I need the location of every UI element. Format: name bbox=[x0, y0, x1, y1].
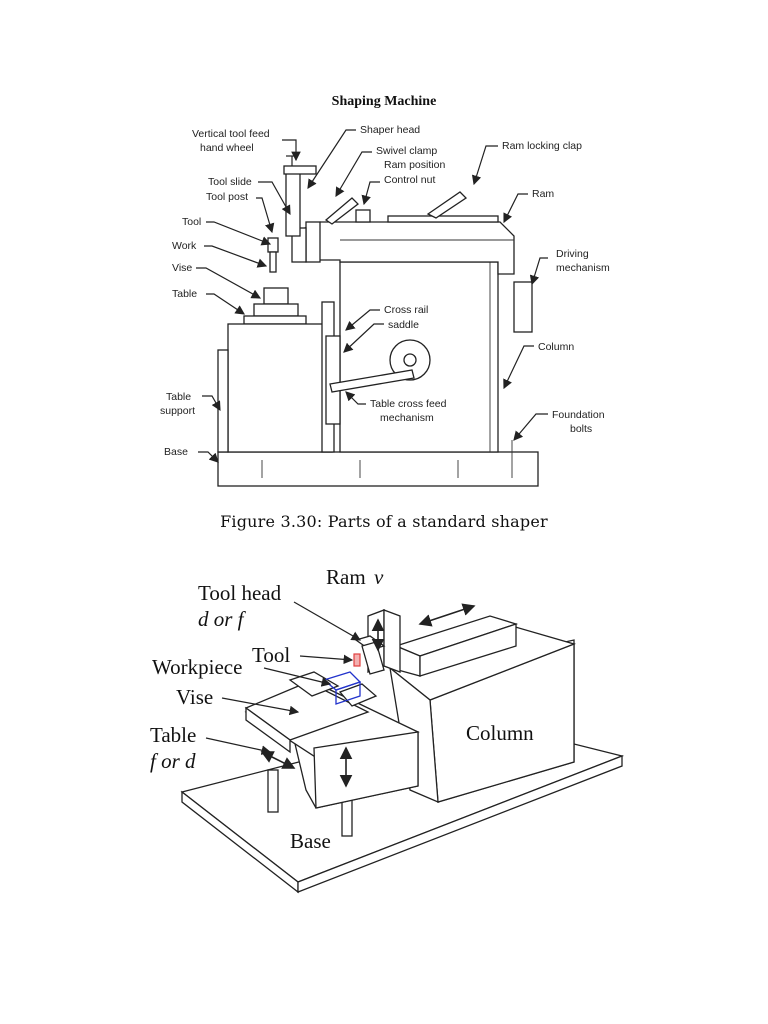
label-base: Base bbox=[164, 446, 188, 458]
label-swivel-clamp: Swivel clamp bbox=[376, 145, 437, 157]
label-tool-head-motion: d or f bbox=[198, 607, 247, 631]
label-table-support-line2: support bbox=[160, 405, 195, 417]
label-saddle: saddle bbox=[388, 319, 419, 331]
label-base-iso: Base bbox=[290, 829, 331, 853]
label-workpiece: Workpiece bbox=[152, 655, 242, 679]
label-table-motion: f or d bbox=[150, 749, 196, 773]
label-table: Table bbox=[172, 288, 197, 300]
isometric-shaper-diagram: Tool head d or f Ram v Tool Workpiece Vi… bbox=[150, 565, 625, 894]
label-foundation-line1: Foundation bbox=[552, 409, 605, 421]
label-ram-iso: Ram bbox=[326, 565, 366, 589]
label-shaper-head: Shaper head bbox=[360, 124, 420, 136]
label-ram-locking-clap: Ram locking clap bbox=[502, 140, 582, 152]
label-vise-iso: Vise bbox=[176, 685, 213, 709]
label-tool-post: Tool post bbox=[206, 191, 248, 203]
base-block bbox=[217, 451, 539, 487]
label-work: Work bbox=[172, 240, 197, 252]
label-ram-motion: v bbox=[374, 565, 384, 589]
standard-shaper-diagram: Vertical tool feed hand wheel Shaper hea… bbox=[160, 124, 610, 487]
label-tool: Tool bbox=[182, 216, 201, 228]
label-table-iso: Table bbox=[150, 723, 196, 747]
label-vertical-feed-line2: hand wheel bbox=[200, 142, 254, 154]
figure-caption: Figure 3.30: Parts of a standard shaper bbox=[220, 512, 548, 531]
label-cross-rail: Cross rail bbox=[384, 304, 428, 316]
label-ram-position: Ram position bbox=[384, 159, 445, 171]
label-tool-slide: Tool slide bbox=[208, 176, 252, 188]
label-cross-feed-line2: mechanism bbox=[380, 412, 434, 424]
label-vise: Vise bbox=[172, 262, 192, 274]
label-tool-iso: Tool bbox=[252, 643, 290, 667]
label-driving-line2: mechanism bbox=[556, 262, 610, 274]
label-tool-head: Tool head bbox=[198, 581, 282, 605]
label-table-support-line1: Table bbox=[166, 391, 191, 403]
page-title: Shaping Machine bbox=[331, 94, 437, 109]
label-cross-feed-line1: Table cross feed bbox=[370, 398, 447, 410]
label-control-nut: Control nut bbox=[384, 174, 435, 186]
label-vertical-feed-line1: Vertical tool feed bbox=[192, 128, 270, 140]
label-column-iso: Column bbox=[466, 721, 534, 745]
label-ram: Ram bbox=[532, 188, 554, 200]
table-block bbox=[227, 323, 333, 453]
label-column: Column bbox=[538, 341, 574, 353]
label-foundation-line2: bolts bbox=[570, 423, 592, 435]
driving-mechanism-box bbox=[513, 281, 533, 333]
label-driving-line1: Driving bbox=[556, 248, 589, 260]
